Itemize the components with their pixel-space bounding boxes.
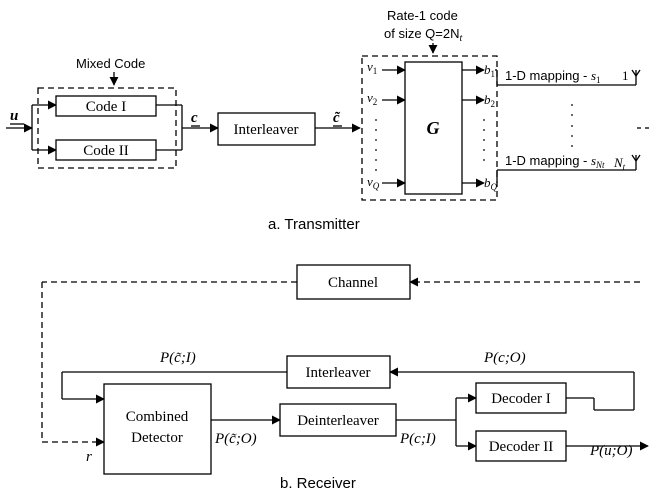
combined-detector-box <box>103 383 212 475</box>
rx-interleaver-box <box>286 355 391 389</box>
rx-interleaver-label: Interleaver <box>306 365 371 381</box>
mappingN-label: 1-D mapping - sNt <box>505 153 605 170</box>
v-ellipsis <box>375 119 377 171</box>
channel-box <box>296 264 411 300</box>
c-label: c <box>191 110 198 126</box>
decoder2-label: Decoder II <box>489 439 554 455</box>
decoder1-box <box>475 382 567 414</box>
tx-interleaver-label: Interleaver <box>234 122 299 138</box>
input-u-label: u <box>10 108 18 124</box>
channel-label: Channel <box>328 275 378 291</box>
decoder1-label: Decoder I <box>491 391 551 407</box>
mixed-code-group <box>37 87 177 169</box>
mixed-code-label: Mixed Code <box>76 56 145 71</box>
receiver-caption: b. Receiver <box>280 475 356 492</box>
r-label: r <box>86 449 92 465</box>
code1-box <box>55 95 157 117</box>
bq-label: bQ <box>484 175 498 192</box>
decoder2-box <box>475 430 567 462</box>
rate1-label-line2: of size Q=2Nt <box>384 26 463 44</box>
b1-label: b1 <box>484 62 495 79</box>
mapping-ellipsis <box>571 104 649 147</box>
p-ctilde-i-label: P(c̃;I) <box>159 350 196 366</box>
antennaN-number: Nt <box>613 155 626 172</box>
p-ctilde-o-label: P(c̃;O) <box>214 431 257 447</box>
p-c-i-label: P(c;I) <box>399 431 436 447</box>
tx-interleaver-box <box>217 112 316 146</box>
mapping1-label: 1-D mapping - s1 <box>505 68 601 85</box>
deinterleaver-box <box>279 403 397 437</box>
rate1-group <box>361 55 498 201</box>
b-ellipsis <box>483 119 485 161</box>
vq-label: vQ <box>367 174 380 191</box>
v2-label: v2 <box>367 90 377 107</box>
g-label: G <box>427 118 440 138</box>
c-tilde-label: c̃ <box>333 110 341 126</box>
antenna1-icon <box>631 69 641 85</box>
g-box <box>404 61 463 195</box>
p-c-o-label: P(c;O) <box>483 350 526 366</box>
combined-detector-label1: Combined <box>126 409 189 425</box>
combined-detector-label2: Detector <box>131 430 183 446</box>
transmitter-caption: a. Transmitter <box>268 216 360 233</box>
p-u-o-label: P(u;O) <box>589 443 632 459</box>
code2-label: Code II <box>83 143 128 159</box>
b2-label: b2 <box>484 92 495 109</box>
deinterleaver-label: Deinterleaver <box>297 413 379 429</box>
rate1-label-line1: Rate-1 code <box>387 8 458 23</box>
antenna1-number: 1 <box>622 68 629 83</box>
code1-label: Code I <box>86 99 126 115</box>
v1-label: v1 <box>367 59 377 76</box>
antennaN-icon <box>631 154 641 170</box>
